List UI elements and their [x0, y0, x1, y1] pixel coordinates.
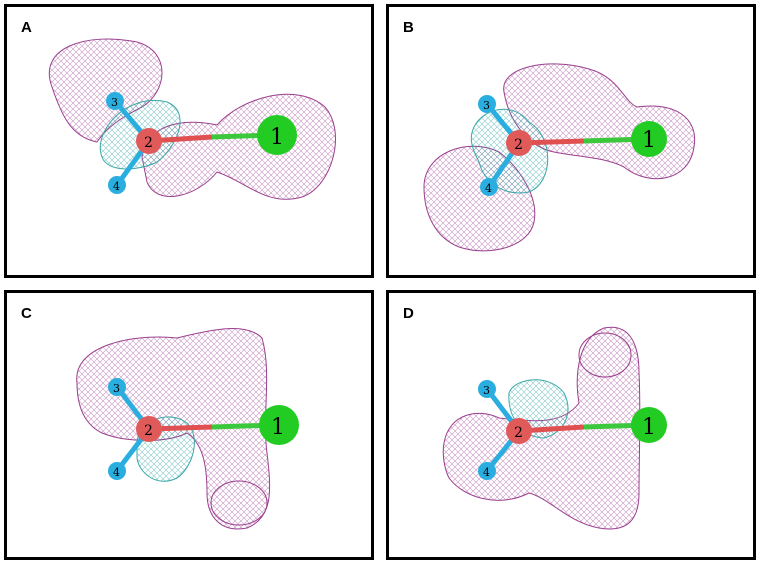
orbital-lobe-magenta — [210, 480, 268, 526]
panel-c: 1 2 3 4 C — [4, 290, 374, 560]
panel-a-figure: 1 2 3 4 — [48, 38, 336, 200]
atom-carbon — [136, 416, 162, 442]
atom-hydrogen — [478, 462, 496, 480]
atom-hydrogen — [478, 380, 496, 398]
atom-hydrogen — [108, 462, 126, 480]
atom-label: 2 — [144, 423, 153, 439]
atom-hydrogen — [108, 378, 126, 396]
panel-label: A — [21, 19, 32, 36]
atom-label: 2 — [144, 135, 153, 151]
orbital-lobe-magenta — [48, 38, 163, 143]
atom-label: 1 — [642, 128, 656, 153]
panel-d-figure: 1 2 3 4 — [442, 326, 667, 530]
atom-label: 4 — [113, 180, 120, 193]
atom-label: 3 — [483, 99, 490, 112]
atom-hydrogen — [480, 178, 498, 196]
atom-label: 4 — [483, 466, 490, 479]
orbital-lobe-magenta — [578, 332, 632, 378]
atom-label: 4 — [113, 466, 120, 479]
atom-carbon — [506, 130, 532, 156]
panel-b: 1 2 3 4 B — [386, 4, 756, 278]
atom-label: 1 — [270, 125, 284, 150]
atom-label: 4 — [485, 182, 492, 195]
atom-carbon — [136, 128, 162, 154]
atom-hydrogen — [478, 95, 496, 113]
panel-label: B — [403, 19, 414, 36]
atom-hydrogen — [106, 92, 124, 110]
panel-label: D — [403, 305, 414, 322]
atom-chlorine — [257, 115, 297, 155]
atom-chlorine — [259, 405, 299, 445]
atom-label: 3 — [113, 382, 120, 395]
atom-label: 3 — [111, 96, 118, 109]
atom-chlorine — [631, 121, 667, 157]
atom-label: 2 — [514, 425, 523, 441]
atom-label: 2 — [514, 137, 523, 153]
panel-c-figure: 1 2 3 4 — [76, 328, 299, 530]
panel-label: C — [21, 305, 32, 322]
atom-chlorine — [631, 407, 667, 443]
atom-label: 3 — [483, 384, 490, 397]
atom-label: 1 — [271, 415, 285, 440]
atom-label: 1 — [642, 415, 656, 440]
atom-carbon — [506, 418, 532, 444]
panel-b-figure: 1 2 3 4 — [423, 63, 696, 252]
panel-a: 1 2 3 4 A — [4, 4, 374, 278]
panel-d: 1 2 3 4 D — [386, 290, 756, 560]
atom-hydrogen — [108, 176, 126, 194]
